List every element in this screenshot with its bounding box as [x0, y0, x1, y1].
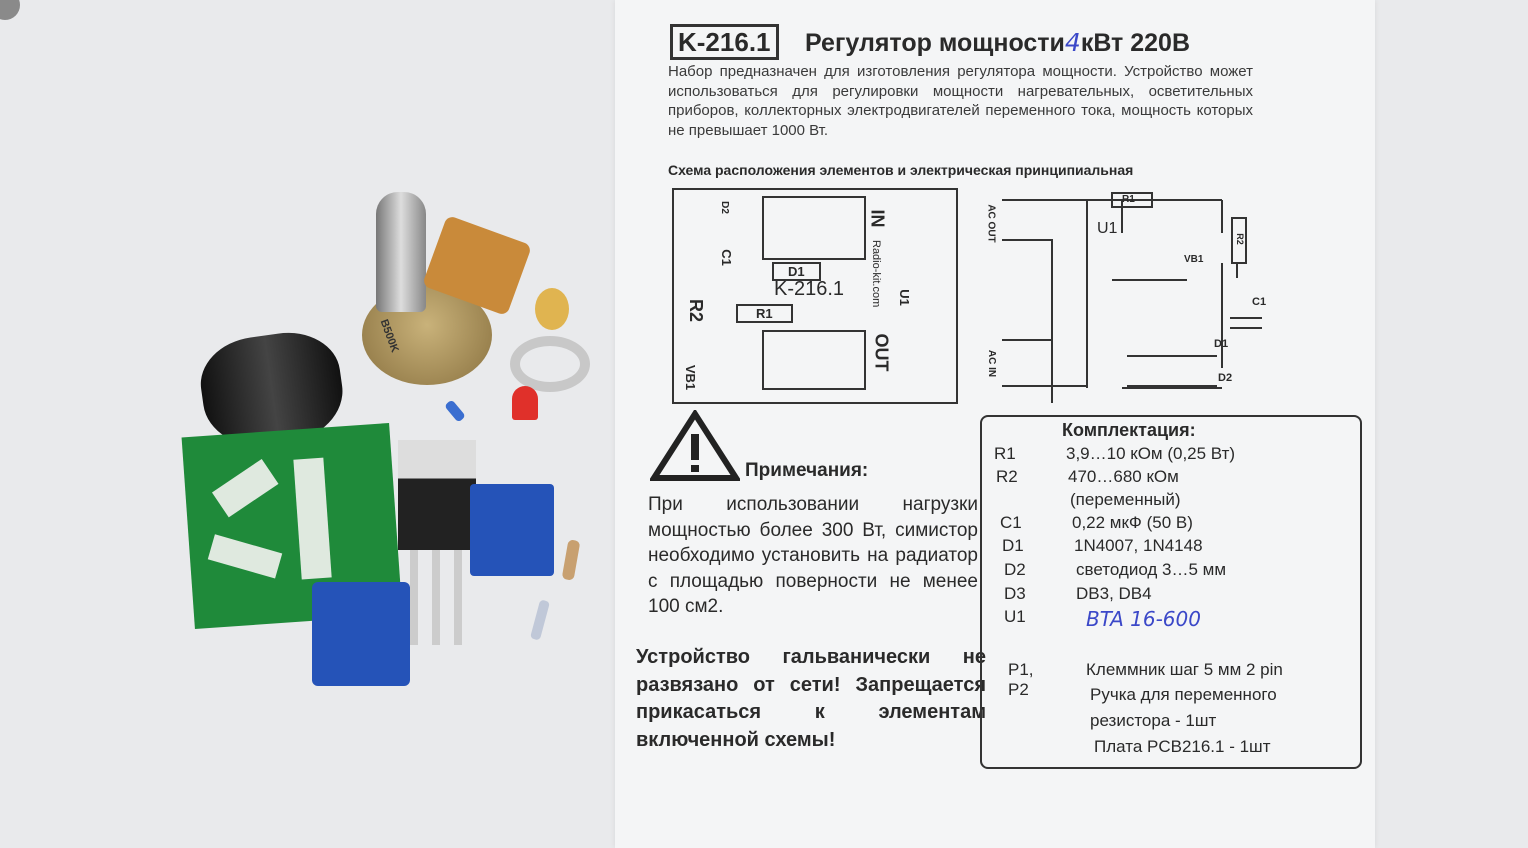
- capacitor: [535, 288, 569, 330]
- kit-value: Клеммник шаг 5 мм 2 pin: [1086, 660, 1283, 679]
- search-icon[interactable]: [0, 0, 20, 20]
- instruction-sheet: [615, 0, 1375, 848]
- pcb-label-d1: D1: [772, 262, 821, 281]
- kit-value: DB3, DB4: [1076, 584, 1152, 603]
- kit-ref: P1, P2: [1008, 660, 1034, 699]
- pcb-label-c1: C1: [718, 249, 734, 266]
- title-handwritten: 4: [1064, 28, 1081, 57]
- kit-ref: D2: [1004, 560, 1026, 579]
- schematic-lines: [1002, 192, 1262, 413]
- schem-label-u1: U1: [1097, 220, 1118, 237]
- triac: [398, 440, 476, 550]
- schematic-diagram: AC OUT AC IN R1 R2 U1 VB1 C1 D1 D2: [972, 188, 1292, 413]
- notes-title: Примечания:: [745, 460, 869, 481]
- kit-ref: R2: [996, 467, 1018, 486]
- title-suffix: кВт 220В: [1080, 29, 1191, 57]
- kit-value: Ручка для переменного: [1090, 685, 1277, 704]
- schem-label-d1: D1: [1214, 338, 1229, 350]
- schem-label-ac-in: AC IN: [986, 349, 998, 378]
- kit-value: светодиод 3…5 мм: [1076, 560, 1227, 579]
- kit-value: 0,22 мкФ (50 В): [1072, 513, 1193, 532]
- pcb-label-r2: R2: [686, 298, 707, 323]
- pcb-label-r1: R1: [736, 304, 793, 323]
- kit-ref: C1: [1000, 513, 1022, 532]
- kit-title: Комплектация:: [1062, 420, 1196, 440]
- kit-value: 470…680 кОм: [1068, 467, 1179, 486]
- terminal-block: [312, 582, 410, 686]
- resistor: [561, 539, 581, 581]
- kit-ref: D3: [1004, 584, 1026, 603]
- pcb-label-u1: U1: [896, 289, 912, 306]
- diode: [444, 399, 466, 423]
- schem-label-d2: D2: [1218, 372, 1233, 384]
- pcb-label-vb1: VB1: [683, 364, 699, 391]
- schem-label-r2: R2: [1234, 233, 1245, 245]
- schem-label-c1: C1: [1252, 296, 1267, 308]
- triac-legs: [410, 550, 465, 645]
- kit-components: B500K: [0, 0, 615, 848]
- schem-label-ac-out: AC OUT: [985, 204, 997, 243]
- led: [512, 386, 538, 420]
- schem-label-vb1: VB1: [1184, 254, 1204, 265]
- schem-label-r1: R1: [1122, 194, 1135, 205]
- title-text: Регулятор мощности: [805, 29, 1065, 57]
- pcb-label-in: IN: [867, 209, 888, 228]
- diode: [529, 599, 551, 641]
- kit-ref: D1: [1002, 536, 1024, 555]
- potentiometer-shaft: [376, 192, 426, 312]
- page-title: Регулятор мощности4кВт 220В: [805, 28, 1190, 58]
- kit-ref: R1: [994, 444, 1016, 463]
- kit-value: 3,9…10 кОм (0,25 Вт): [1066, 444, 1236, 463]
- washer: [510, 336, 590, 392]
- section-title: Схема расположения элементов и электриче…: [668, 162, 1134, 178]
- notes-text: При использовании нагрузки мощностью бол…: [648, 494, 978, 617]
- terminal-block: [470, 484, 554, 576]
- kit-value: Плата PCB216.1 - 1шт: [1094, 737, 1271, 756]
- kit-value-handwritten: BTA 16-600: [1086, 607, 1201, 631]
- kit-code: K-216.1: [670, 24, 779, 60]
- kit-contents-box: Комплектация: R1 3,9…10 кОм (0,25 Вт) R2 4…: [980, 415, 1362, 769]
- warning-icon: [648, 408, 742, 487]
- pcb-label-d2: D2: [718, 201, 730, 214]
- pcb-label-out: OUT: [871, 333, 892, 372]
- pcb-label-site: Radio-kit.com: [870, 240, 882, 308]
- kit-value: резистора - 1шт: [1090, 711, 1217, 730]
- pcb-label-board: K-216.1: [774, 278, 845, 300]
- kit-ref: U1: [1004, 607, 1026, 626]
- intro-text: Набор предназначен для изготовления регу…: [668, 63, 1253, 139]
- kit-value: (переменный): [1070, 490, 1181, 509]
- notes-warning: Устройство гальванически не развязано от…: [636, 646, 986, 751]
- pcb-layout-diagram: IN OUT D1 R1 K-216.1 Radio-kit.com R2 C1…: [672, 188, 958, 404]
- kit-value: 1N4007, 1N4148: [1074, 536, 1203, 555]
